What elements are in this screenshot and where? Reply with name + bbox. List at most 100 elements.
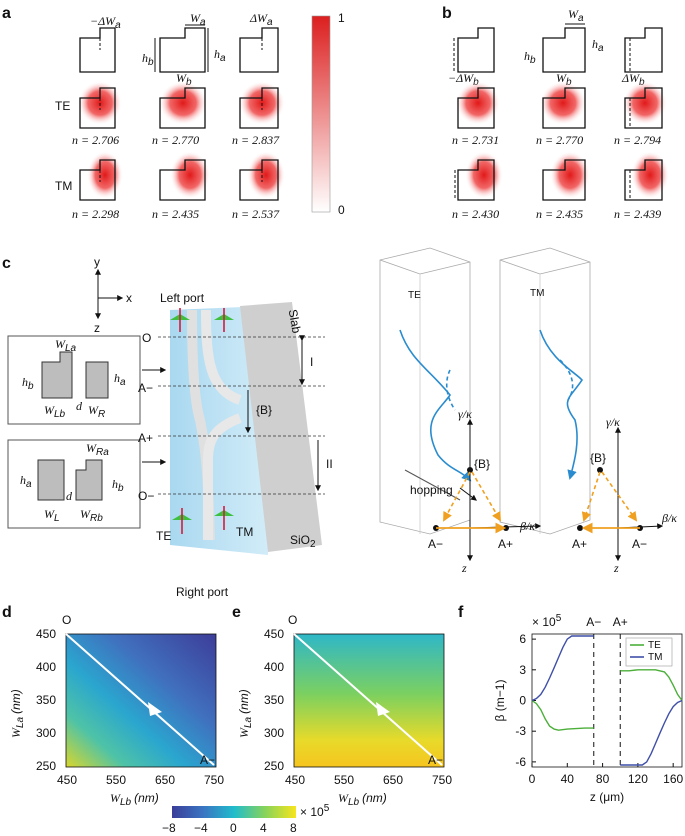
y-tick-label: -6 [515, 755, 526, 769]
series-line-tm [531, 635, 594, 702]
x-tick-label: 80 [596, 772, 610, 786]
b-tm-n-2: n = 2.435 [536, 207, 583, 221]
y-tick-label: 6 [519, 632, 526, 646]
tm-n-1: n = 2.298 [72, 207, 119, 221]
legend-box [625, 637, 673, 667]
waveguide-shape [239, 27, 279, 73]
y-tick-label: 0 [519, 694, 526, 708]
b-hb-label: hb [524, 49, 536, 66]
e-xtick-0: 450 [285, 773, 305, 787]
waveguide-shape [159, 27, 206, 73]
series-line-tm [620, 699, 683, 766]
box2-wl: WL [44, 507, 60, 524]
tm-z-label: z [613, 561, 619, 575]
colorbar-tick-0: −8 [162, 821, 176, 835]
x-tick-label: 120 [628, 772, 648, 786]
e-ylabel: WLa(nm) [237, 689, 254, 738]
box1-wlb: WLb [44, 403, 66, 420]
point-a-minus: A− [138, 381, 153, 395]
d-xlabel: WLb(nm) [110, 791, 159, 808]
colorbar-tick-3: 4 [260, 821, 267, 835]
mode-profile-te [239, 81, 285, 129]
axis-x-label: x [126, 291, 132, 305]
mode-profile-tm [79, 151, 123, 201]
colorbar-tick-2: 0 [230, 821, 237, 835]
point-o-top: O [142, 331, 151, 345]
te-gamma-label: γ/κ [458, 407, 472, 421]
te-box-label: TE [408, 290, 421, 301]
marker-label: A+ [613, 615, 628, 629]
te-port-label: TE [156, 529, 171, 543]
e-ytick-0: 450 [264, 627, 284, 641]
minus-delta-wa-label: −ΔWa [90, 14, 121, 31]
axis-z-label: z [94, 321, 100, 335]
x-axis-label: z (μm) [590, 790, 624, 804]
hopping-label: hopping [410, 483, 453, 497]
y-tick-label: -3 [515, 724, 526, 738]
b-te-n-1: n = 2.731 [452, 133, 499, 147]
box1-wr: WR [88, 403, 105, 420]
ha-label: ha [214, 47, 226, 64]
panel-c-trajectory: TE TM γ/κ β/κ z {B} A− A+ hopping γ/κ [379, 247, 677, 575]
polarization-arrows-right [172, 506, 234, 534]
x-tick-label: 0 [529, 772, 536, 786]
d-xtick-0: 450 [57, 773, 77, 787]
d-xtick-2: 650 [155, 773, 175, 787]
mode-profile-tm [159, 151, 210, 201]
y-tick-label: 3 [519, 663, 526, 677]
panel-label-e: e [232, 604, 241, 621]
te-n-3: n = 2.837 [232, 133, 280, 147]
panel-d: O A− 450 400 350 300 250 450 550 650 750… [9, 613, 224, 808]
axis-y-label: y [94, 255, 100, 269]
legend-label: TE [648, 640, 661, 651]
panel-c-device: y x z WLa hb ha WLb d WR WRa ha hb WL d … [7, 255, 333, 599]
te-b-label: {B} [474, 457, 490, 471]
box1-hb: hb [22, 375, 34, 392]
legend-label: TM [648, 652, 662, 663]
mode-profile-te [456, 81, 500, 129]
box2-d: d [66, 489, 73, 503]
d-ytick-1: 400 [36, 660, 56, 674]
y-axis-label: β (m−1) [493, 680, 507, 722]
te-n-1: n = 2.706 [72, 133, 119, 147]
d-xtick-1: 550 [106, 773, 126, 787]
colorbar-intensity: 1 0 [311, 11, 345, 217]
box2-wra: WRa [86, 441, 109, 458]
e-xtick-3: 750 [432, 773, 452, 787]
te-z-label: z [461, 561, 467, 575]
panel-label-b: b [442, 5, 452, 22]
hb-label: hb [142, 51, 154, 68]
e-xlabel: WLb(nm) [338, 791, 387, 808]
d-ytick-3: 300 [36, 726, 56, 740]
tm-b-label: {B} [590, 451, 606, 465]
b-tm-n-3: n = 2.439 [614, 207, 661, 221]
tm-n-2: n = 2.435 [152, 207, 199, 221]
panel-label-a: a [2, 5, 11, 22]
delta-wa-label: ΔWa [249, 11, 273, 28]
slab-label: Slab [286, 308, 304, 334]
cross-section-box-1 [7, 335, 141, 425]
mode-profile-tm [454, 151, 503, 201]
e-a-minus: A− [428, 753, 443, 767]
polarization-arrows-left [170, 308, 234, 332]
mode-profile-tm [239, 151, 285, 201]
d-origin: O [62, 613, 71, 627]
b-te-n-2: n = 2.770 [536, 133, 583, 147]
d-ytick-2: 350 [36, 693, 56, 707]
x-tick-label: 40 [561, 772, 575, 786]
panel-a: −ΔWa Wa ΔWa hb ha Wb TE TM n = 2.706 n =… [55, 11, 285, 221]
d-ylabel: WLa(nm) [9, 689, 26, 738]
mode-profile-tm [624, 151, 669, 201]
point-o-bottom: O− [138, 489, 154, 503]
panel-label-d: d [2, 604, 12, 621]
b-te-n-3: n = 2.794 [614, 133, 661, 147]
box1-d: d [76, 399, 83, 413]
panel-e: O A− 450 400 350 300 250 450 550 650 750… [237, 613, 452, 808]
substrate-label: SiO2 [290, 533, 316, 550]
mode-profile-te [623, 81, 667, 129]
region-i: I [310, 355, 313, 369]
row-label-tm: TM [55, 179, 72, 193]
te-a-minus: A− [428, 537, 443, 551]
y-scale-label: × 105 [532, 613, 562, 629]
